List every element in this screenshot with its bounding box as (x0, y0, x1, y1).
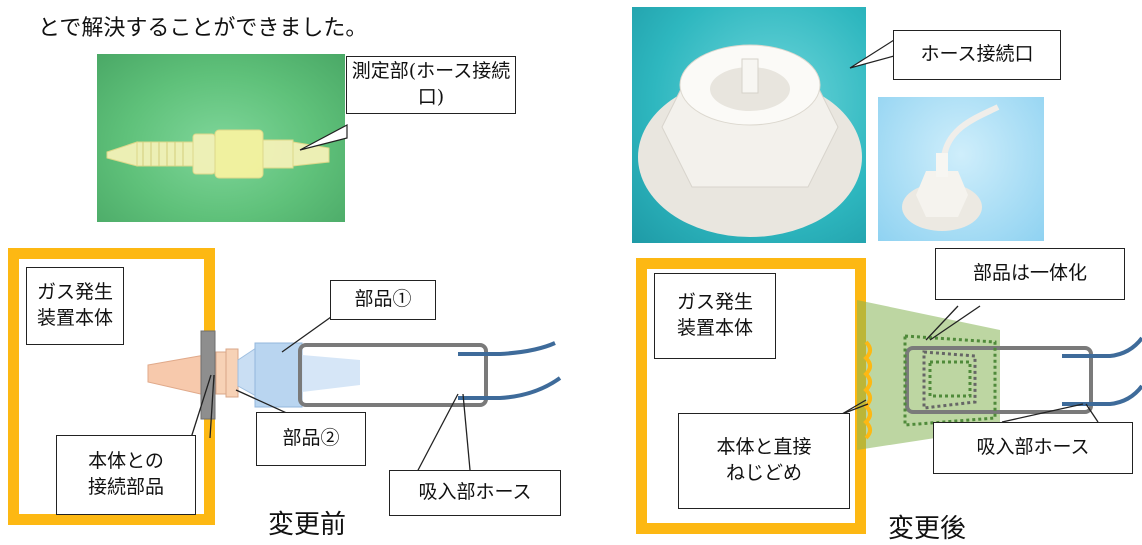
after-device-body-label: ガス発生 装置本体 (654, 273, 776, 359)
before-part2-label: 部品② (256, 412, 366, 466)
before-hose-label: 吸入部ホース (389, 470, 561, 516)
cap-photo (632, 7, 866, 243)
cap-drawing (638, 44, 862, 237)
after-caption: 変更後 (888, 514, 967, 544)
after-integrated-label: 部品は一体化 (935, 248, 1125, 300)
before-caption: 変更前 (268, 510, 347, 540)
measurement-part-callout: 測定部(ホース接続口) (346, 56, 516, 114)
after-hose-label: 吸入部ホース (933, 422, 1133, 474)
intro-text: とで解決することができました。 (38, 16, 368, 41)
after-direct-screw-label: 本体と直接 ねじどめ (678, 413, 850, 509)
connector-part-drawing (106, 129, 330, 179)
cap-with-hose-photo (878, 97, 1044, 241)
before-part1-label: 部品① (330, 280, 436, 320)
before-connector-label: 本体との 接続部品 (56, 435, 196, 515)
connector-photo (97, 54, 345, 222)
before-device-body-label: ガス発生 装置本体 (26, 267, 124, 345)
hose-connection-callout: ホース接続口 (893, 30, 1061, 80)
cap-with-hose-drawing (902, 104, 1000, 231)
